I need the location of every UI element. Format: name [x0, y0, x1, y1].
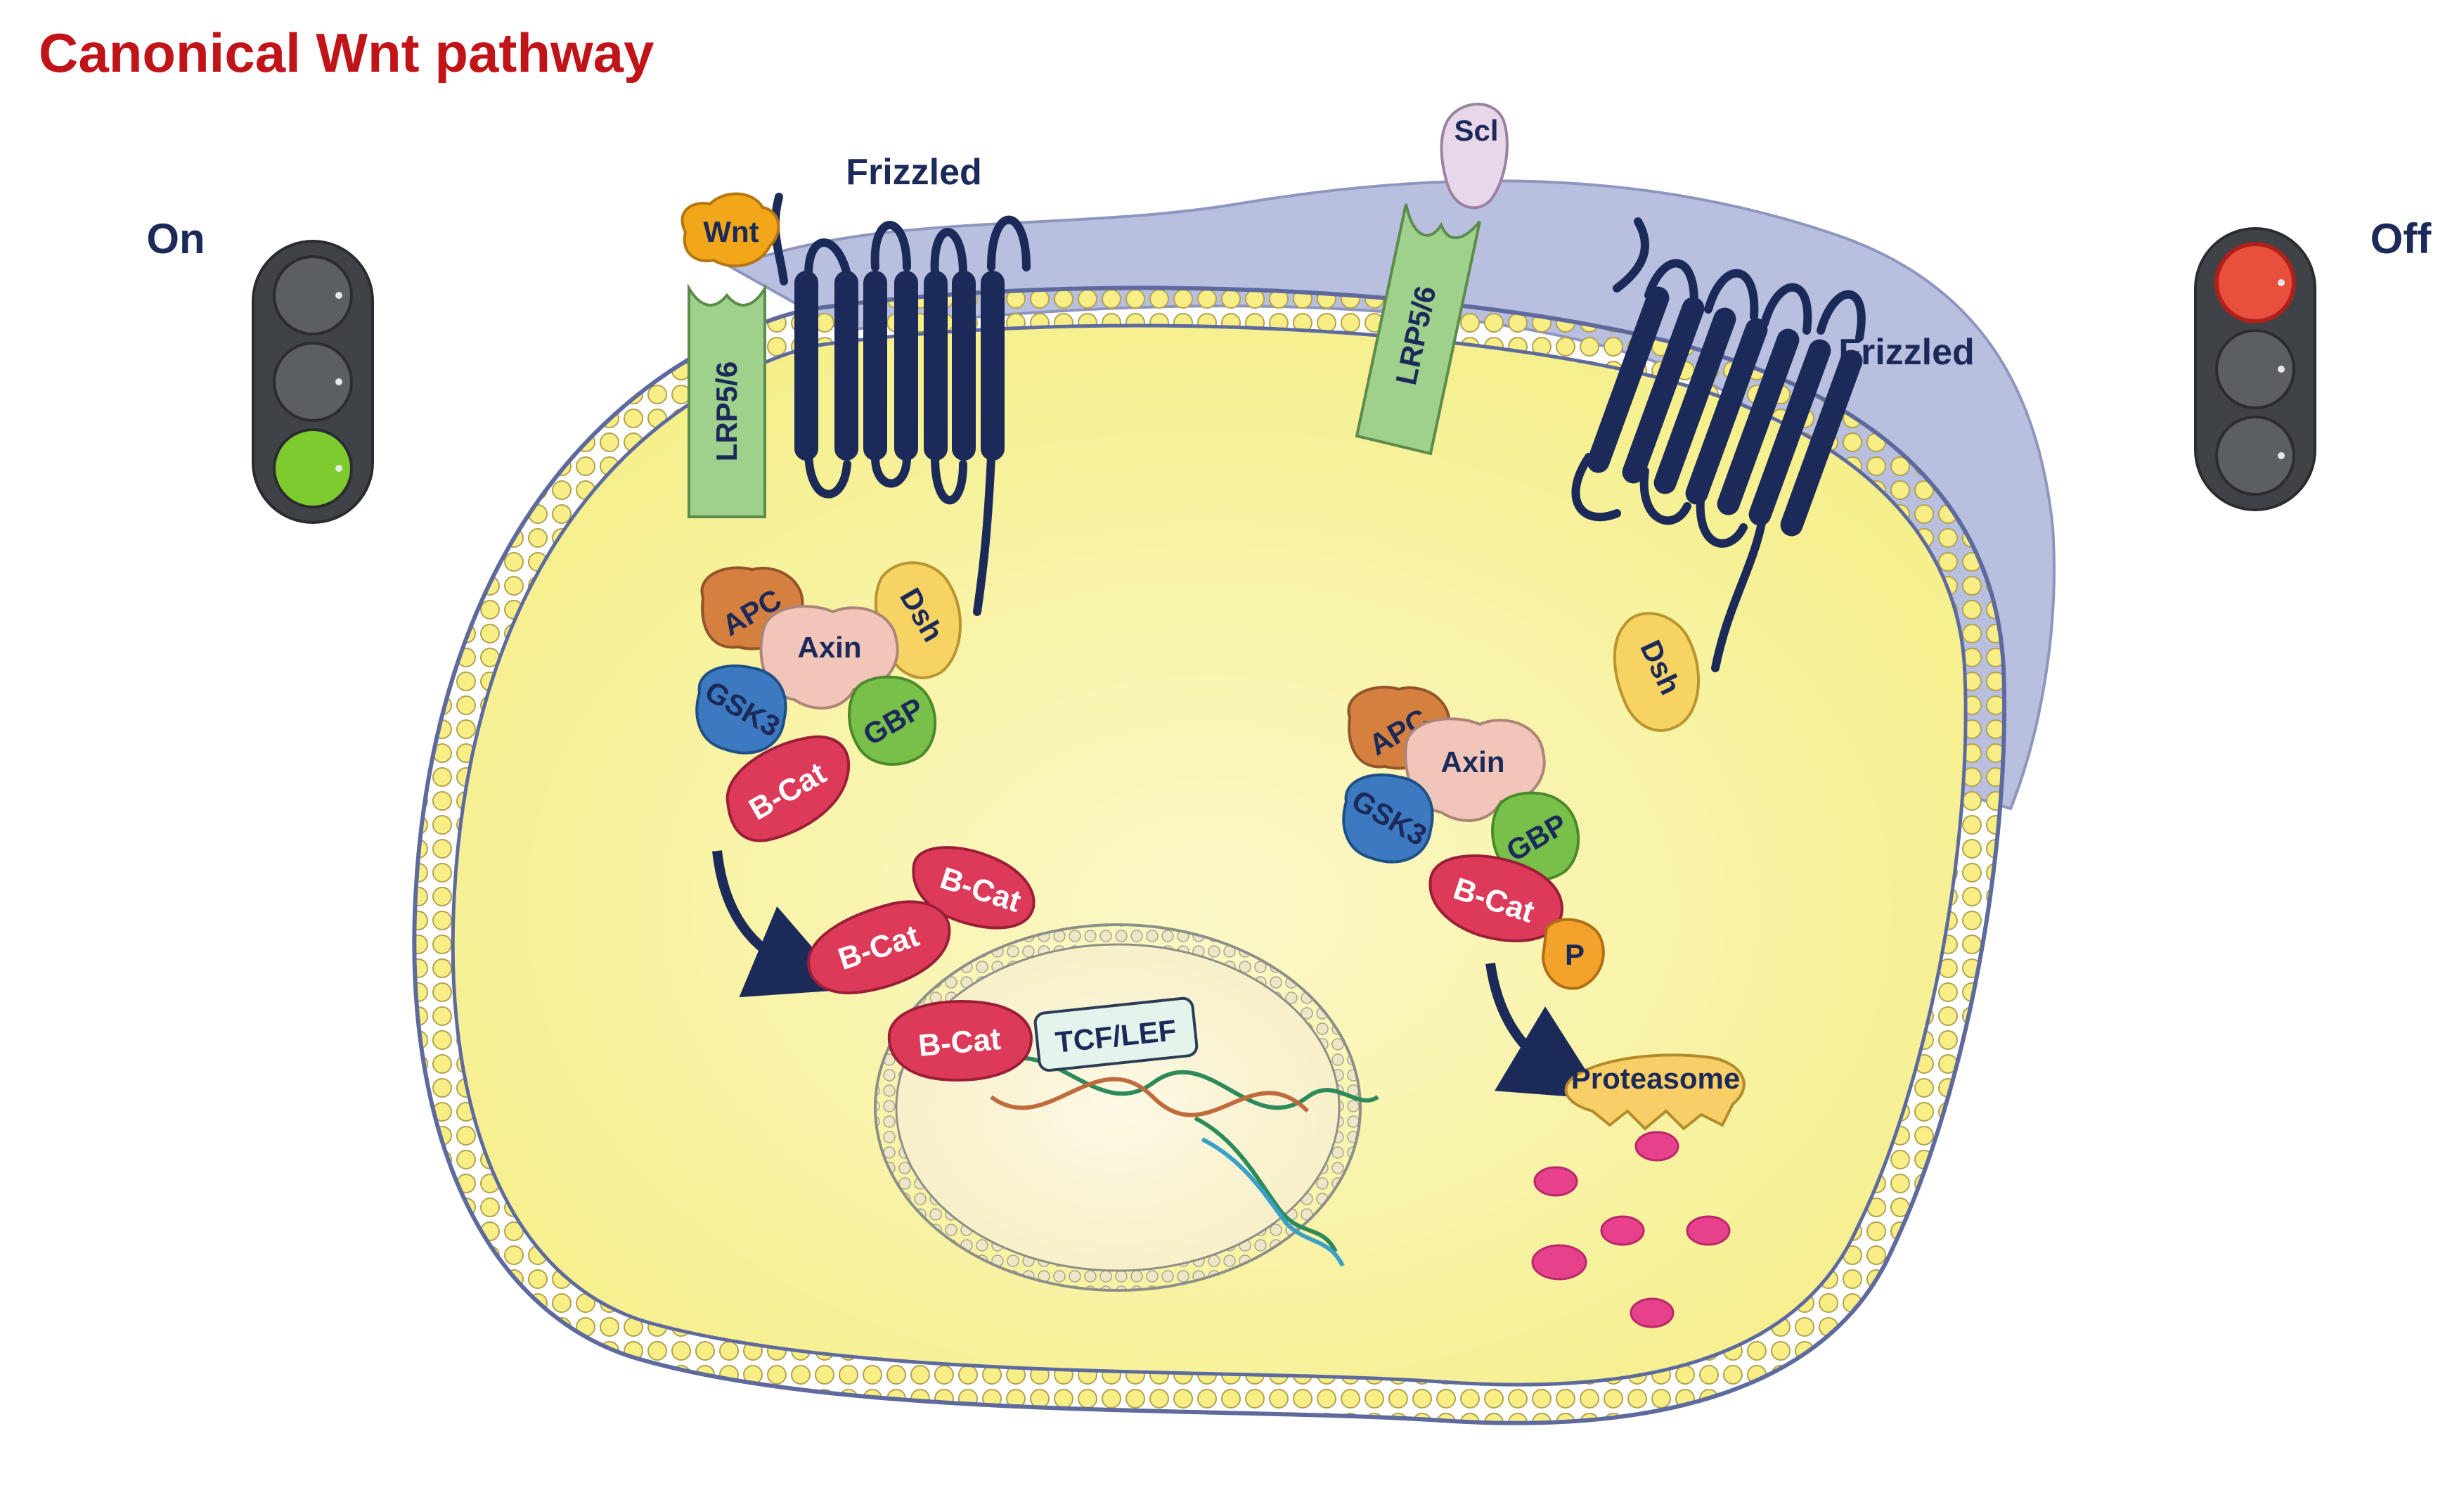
frizzled-receptor-left [770, 193, 1031, 616]
phospho-label: P [1565, 938, 1585, 971]
bcat-protein-right: B-Cat [1428, 854, 1563, 942]
frizzled-label-left: Frizzled [846, 152, 982, 193]
bcat-protein-complex-left: B-Cat [725, 735, 851, 842]
bcat-protein-free-2: B-Cat [806, 900, 951, 994]
gbp-protein-left: GBP [848, 675, 936, 766]
frizzled-helices-left [794, 271, 1005, 461]
translocation-arrow [712, 850, 849, 998]
axin-label-right: Axin [1440, 745, 1504, 778]
proteasome: Proteasome [1564, 1053, 1746, 1131]
dsh-protein-right: Dsh [1613, 612, 1700, 732]
bcat-protein-free-3: B-Cat [887, 1000, 1033, 1082]
traffic-light-on-icon [252, 240, 374, 524]
axin-protein-right: Axin [1404, 717, 1546, 822]
proteasome-label: Proteasome [1571, 1062, 1740, 1095]
state-off-label: Off [2371, 215, 2432, 262]
degradation-arrow [1485, 963, 1605, 1100]
degraded-fragments [1531, 1131, 1731, 1328]
lrp-receptor-right: LRP5/6 [1355, 203, 1481, 456]
page-title: Canonical Wnt pathway [39, 22, 654, 84]
phosphate-tag: P [1541, 918, 1605, 990]
lrp-label-left: LRP5/6 [710, 361, 743, 461]
scl-ligand: Scl [1440, 103, 1509, 210]
frizzled-receptor-right [1571, 217, 1866, 672]
gsk3-protein-right: GSK3 [1342, 773, 1434, 864]
wnt-ligand: Wnt [680, 192, 780, 268]
bcat-protein-free-1: B-Cat [912, 846, 1036, 930]
gbp-protein-right: GBP [1491, 791, 1580, 882]
frizzled-label-right: Frizzled [1838, 332, 1975, 373]
scl-label: Scl [1454, 114, 1498, 147]
bcat-label-3: B-Cat [917, 1022, 1002, 1063]
frizzled-helices-right [1587, 286, 1863, 537]
lrp-receptor-left: LRP5/6 [688, 283, 766, 518]
wnt-label: Wnt [703, 215, 759, 248]
axin-label-left: Axin [797, 631, 861, 664]
dna-helix-icon [990, 1056, 1379, 1267]
gsk3-protein-left: GSK3 [695, 664, 787, 755]
state-on-label: On [146, 215, 205, 262]
traffic-light-off-icon [2194, 227, 2316, 511]
tcf-lef-factor: TCF/LEF [1033, 996, 1199, 1072]
